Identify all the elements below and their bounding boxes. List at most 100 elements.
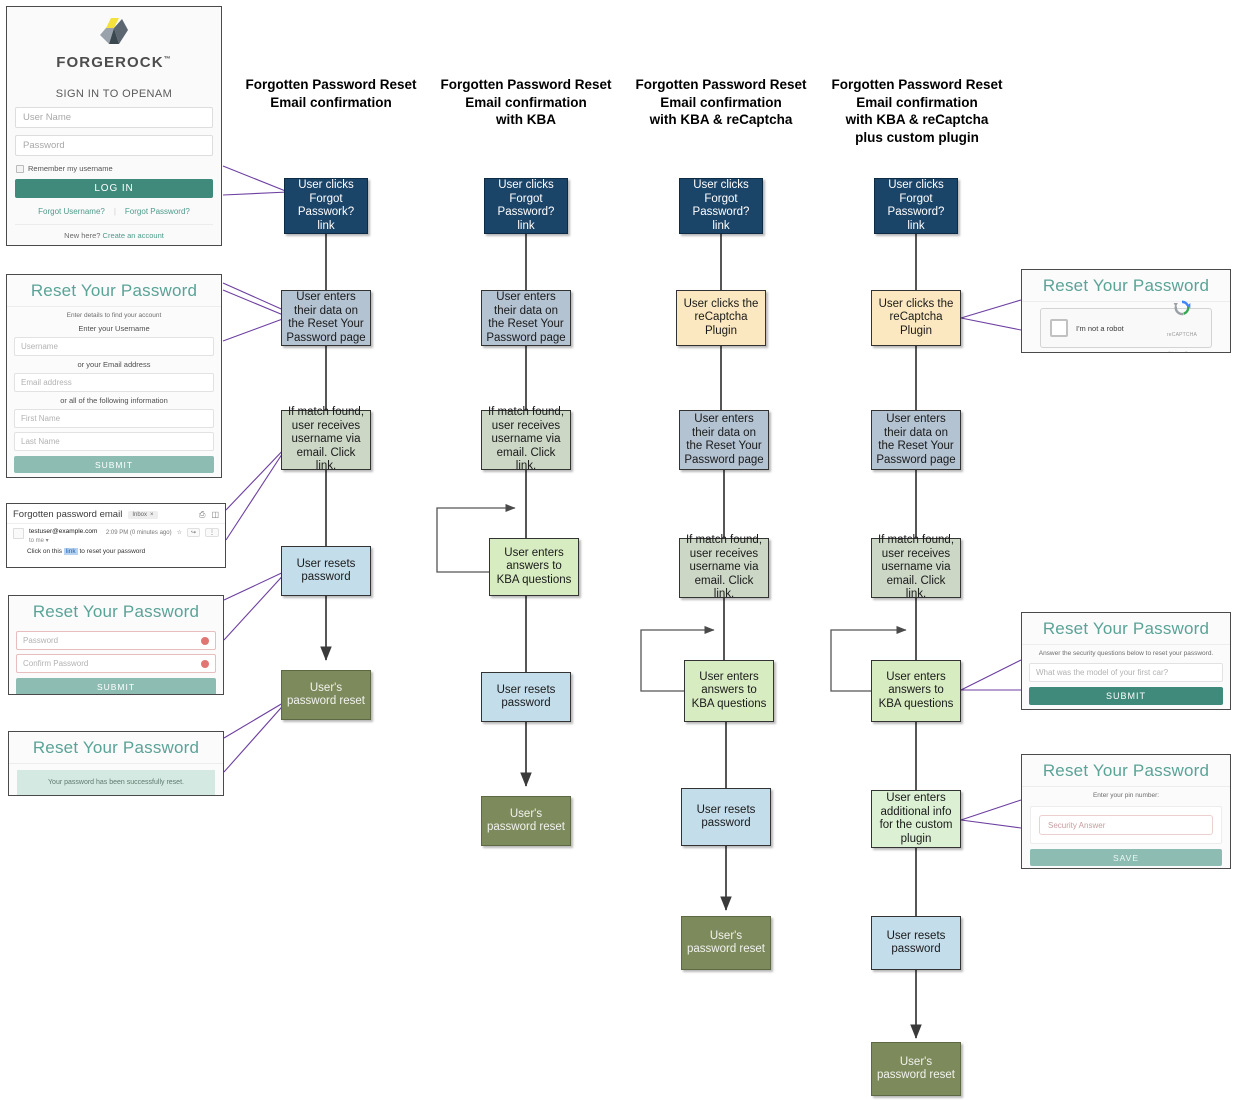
plugin-save-button[interactable]: SAVE: [1030, 849, 1222, 866]
flow-node-c1-5-label: User's password reset: [287, 681, 365, 708]
reset-password-success-screenshot: Reset Your Password Your password has be…: [8, 731, 224, 796]
flow-node-c2-5[interactable]: User resets password: [481, 672, 571, 722]
column-heading-2-line3: with KBA: [496, 112, 556, 127]
close-icon[interactable]: ×: [150, 511, 154, 518]
login-password-input[interactable]: Password: [15, 135, 213, 156]
flow-node-c3-5[interactable]: User enters answers to KBA questions: [684, 660, 774, 722]
flow-node-c2-1[interactable]: User clicks Forgot Password? link: [484, 178, 568, 234]
flow-node-c1-4-label: User resets password: [296, 557, 356, 584]
email-body: Click on this link to reset your passwor…: [7, 544, 225, 559]
remember-username-label: Remember my username: [28, 164, 113, 173]
avatar: [13, 528, 24, 539]
more-options-icon[interactable]: ⋮: [205, 528, 219, 537]
flow-node-c4-4[interactable]: If match found, user receives username v…: [871, 534, 961, 600]
flow-node-c3-4[interactable]: If match found, user receives username v…: [679, 534, 769, 600]
column-heading-4-line2: Email confirmation: [856, 94, 978, 110]
security-answer-input[interactable]: Security Answer: [1039, 815, 1213, 835]
flow-node-c3-1-label: User clicks Forgot Password? link: [692, 179, 750, 232]
flow-node-c3-7[interactable]: User's password reset: [681, 916, 771, 970]
recaptcha-checkbox[interactable]: [1050, 319, 1068, 337]
reset-password-find-account-screenshot: Reset Your Password Enter details to fin…: [6, 274, 222, 478]
flow-node-c3-1[interactable]: User clicks Forgot Password? link: [679, 178, 763, 234]
forgot-password-link[interactable]: Forgot Password?: [124, 207, 190, 216]
recaptcha-screenshot: Reset Your Password I'm not a robot: [1021, 269, 1231, 353]
confirm-password-input[interactable]: Confirm Password: [16, 654, 216, 673]
kba-question-input[interactable]: What was the model of your first car?: [1029, 663, 1223, 682]
flow-node-c4-5[interactable]: User enters answers to KBA questions: [871, 660, 961, 722]
flow-node-c2-6[interactable]: User's password reset: [481, 796, 571, 846]
flow-node-c1-5[interactable]: User's password reset: [281, 670, 371, 720]
login-button[interactable]: LOG IN: [15, 179, 213, 198]
plugin-card: Security Answer: [1030, 806, 1222, 844]
find-account-username-placeholder: Username: [21, 342, 58, 351]
column-heading-4-line3: with KBA & reCaptcha: [845, 112, 989, 127]
new-password-input[interactable]: Password: [16, 631, 216, 650]
recaptcha-terms[interactable]: Privacy - Terms: [1168, 349, 1196, 353]
email-divider: [7, 523, 225, 524]
remember-username-row[interactable]: Remember my username: [16, 164, 221, 173]
email-inbox-label-text: Inbox: [132, 511, 147, 518]
column-heading-3-line1: Forgotten Password Reset: [635, 77, 807, 92]
find-account-email-placeholder: Email address: [21, 378, 72, 387]
flow-node-c4-6[interactable]: User enters additional info for the cust…: [871, 790, 961, 848]
flow-node-c2-6-label: User's password reset: [487, 807, 565, 834]
print-icon[interactable]: ⎙: [199, 509, 206, 519]
flow-node-c4-1-label: User clicks Forgot Password? link: [887, 179, 945, 232]
flow-node-c2-5-label: User resets password: [496, 683, 556, 710]
flow-node-c2-4[interactable]: User enters answers to KBA questions: [489, 538, 579, 596]
flow-node-c3-2-label: User clicks the reCaptcha Plugin: [683, 297, 759, 337]
column-heading-1: Forgotten Password Reset Email confirmat…: [240, 76, 422, 111]
forgerock-mark-icon: [97, 17, 131, 47]
reply-icon[interactable]: ↪: [186, 528, 200, 537]
login-username-input[interactable]: User Name: [15, 107, 213, 128]
email-reset-link[interactable]: link: [63, 548, 78, 555]
find-account-submit-label: SUBMIT: [94, 459, 134, 470]
flow-node-c3-3[interactable]: User enters their data on the Reset Your…: [679, 410, 769, 470]
error-icon: [201, 659, 209, 668]
flow-node-c4-8-label: User's password reset: [877, 1055, 955, 1082]
flow-node-c4-3-label: User enters their data on the Reset Your…: [876, 413, 956, 466]
find-account-last-name-input[interactable]: Last Name: [14, 432, 214, 451]
flow-node-c1-1[interactable]: User clicks Forgot Passwork? link: [284, 178, 368, 234]
find-account-email-input[interactable]: Email address: [14, 373, 214, 392]
find-account-divider: [7, 306, 221, 307]
flow-node-c4-2-label: User clicks the reCaptcha Plugin: [878, 297, 954, 337]
flow-node-c1-3[interactable]: If match found, user receives username v…: [281, 406, 371, 472]
email-inbox-label[interactable]: Inbox ×: [128, 510, 158, 519]
flow-node-c4-2[interactable]: User clicks the reCaptcha Plugin: [871, 290, 961, 346]
new-here-label: New here?: [64, 231, 101, 240]
custom-plugin-screenshot: Reset Your Password Enter your pin numbe…: [1021, 754, 1231, 869]
flow-node-c3-2[interactable]: User clicks the reCaptcha Plugin: [676, 290, 766, 346]
flow-node-c4-1[interactable]: User clicks Forgot Password? link: [874, 178, 958, 234]
recaptcha-logo-icon: [1162, 298, 1202, 323]
recaptcha-label: I'm not a robot: [1076, 323, 1124, 333]
recaptcha-brand: reCAPTCHA Privacy - Terms: [1162, 298, 1202, 353]
kba-submit-button[interactable]: SUBMIT: [1029, 687, 1223, 705]
reset-password-submit-button[interactable]: SUBMIT: [16, 678, 216, 694]
email-sender-row: testuser@example.com to me ▾ 2:09 PM (0 …: [7, 524, 225, 544]
flow-node-c3-7-label: User's password reset: [687, 929, 765, 956]
open-in-new-window-icon[interactable]: ◫: [211, 509, 219, 519]
flow-node-c4-8[interactable]: User's password reset: [871, 1042, 961, 1096]
recaptcha-widget[interactable]: I'm not a robot reCAPTCHA Privacy - Term…: [1040, 300, 1212, 352]
find-account-submit-button[interactable]: SUBMIT: [14, 456, 214, 473]
forgot-username-link[interactable]: Forgot Username?: [38, 207, 105, 216]
find-account-first-name-input[interactable]: First Name: [14, 409, 214, 428]
flow-node-c2-2[interactable]: User enters their data on the Reset Your…: [481, 290, 571, 346]
remember-username-checkbox[interactable]: [16, 164, 24, 173]
star-icon[interactable]: ☆: [176, 530, 182, 536]
find-account-username-input[interactable]: Username: [14, 337, 214, 356]
flow-node-c4-7[interactable]: User resets password: [871, 916, 961, 970]
column-heading-4-line1: Forgotten Password Reset: [831, 77, 1003, 92]
recaptcha-divider: [1022, 301, 1230, 302]
flow-node-c3-6[interactable]: User resets password: [681, 788, 771, 846]
email-to-line[interactable]: to me ▾: [29, 538, 49, 544]
flow-node-c2-3[interactable]: If match found, user receives username v…: [481, 406, 571, 472]
sign-in-title: SIGN IN TO OPENAM: [55, 88, 173, 100]
flow-node-c1-2[interactable]: User enters their data on the Reset Your…: [281, 290, 371, 346]
flow-node-c2-2-label: User enters their data on the Reset Your…: [486, 291, 566, 344]
create-account-link[interactable]: Create an account: [102, 231, 164, 240]
flow-node-c1-4[interactable]: User resets password: [281, 546, 371, 596]
flow-node-c4-3[interactable]: User enters their data on the Reset Your…: [871, 410, 961, 470]
plugin-save-label: SAVE: [1112, 852, 1140, 863]
